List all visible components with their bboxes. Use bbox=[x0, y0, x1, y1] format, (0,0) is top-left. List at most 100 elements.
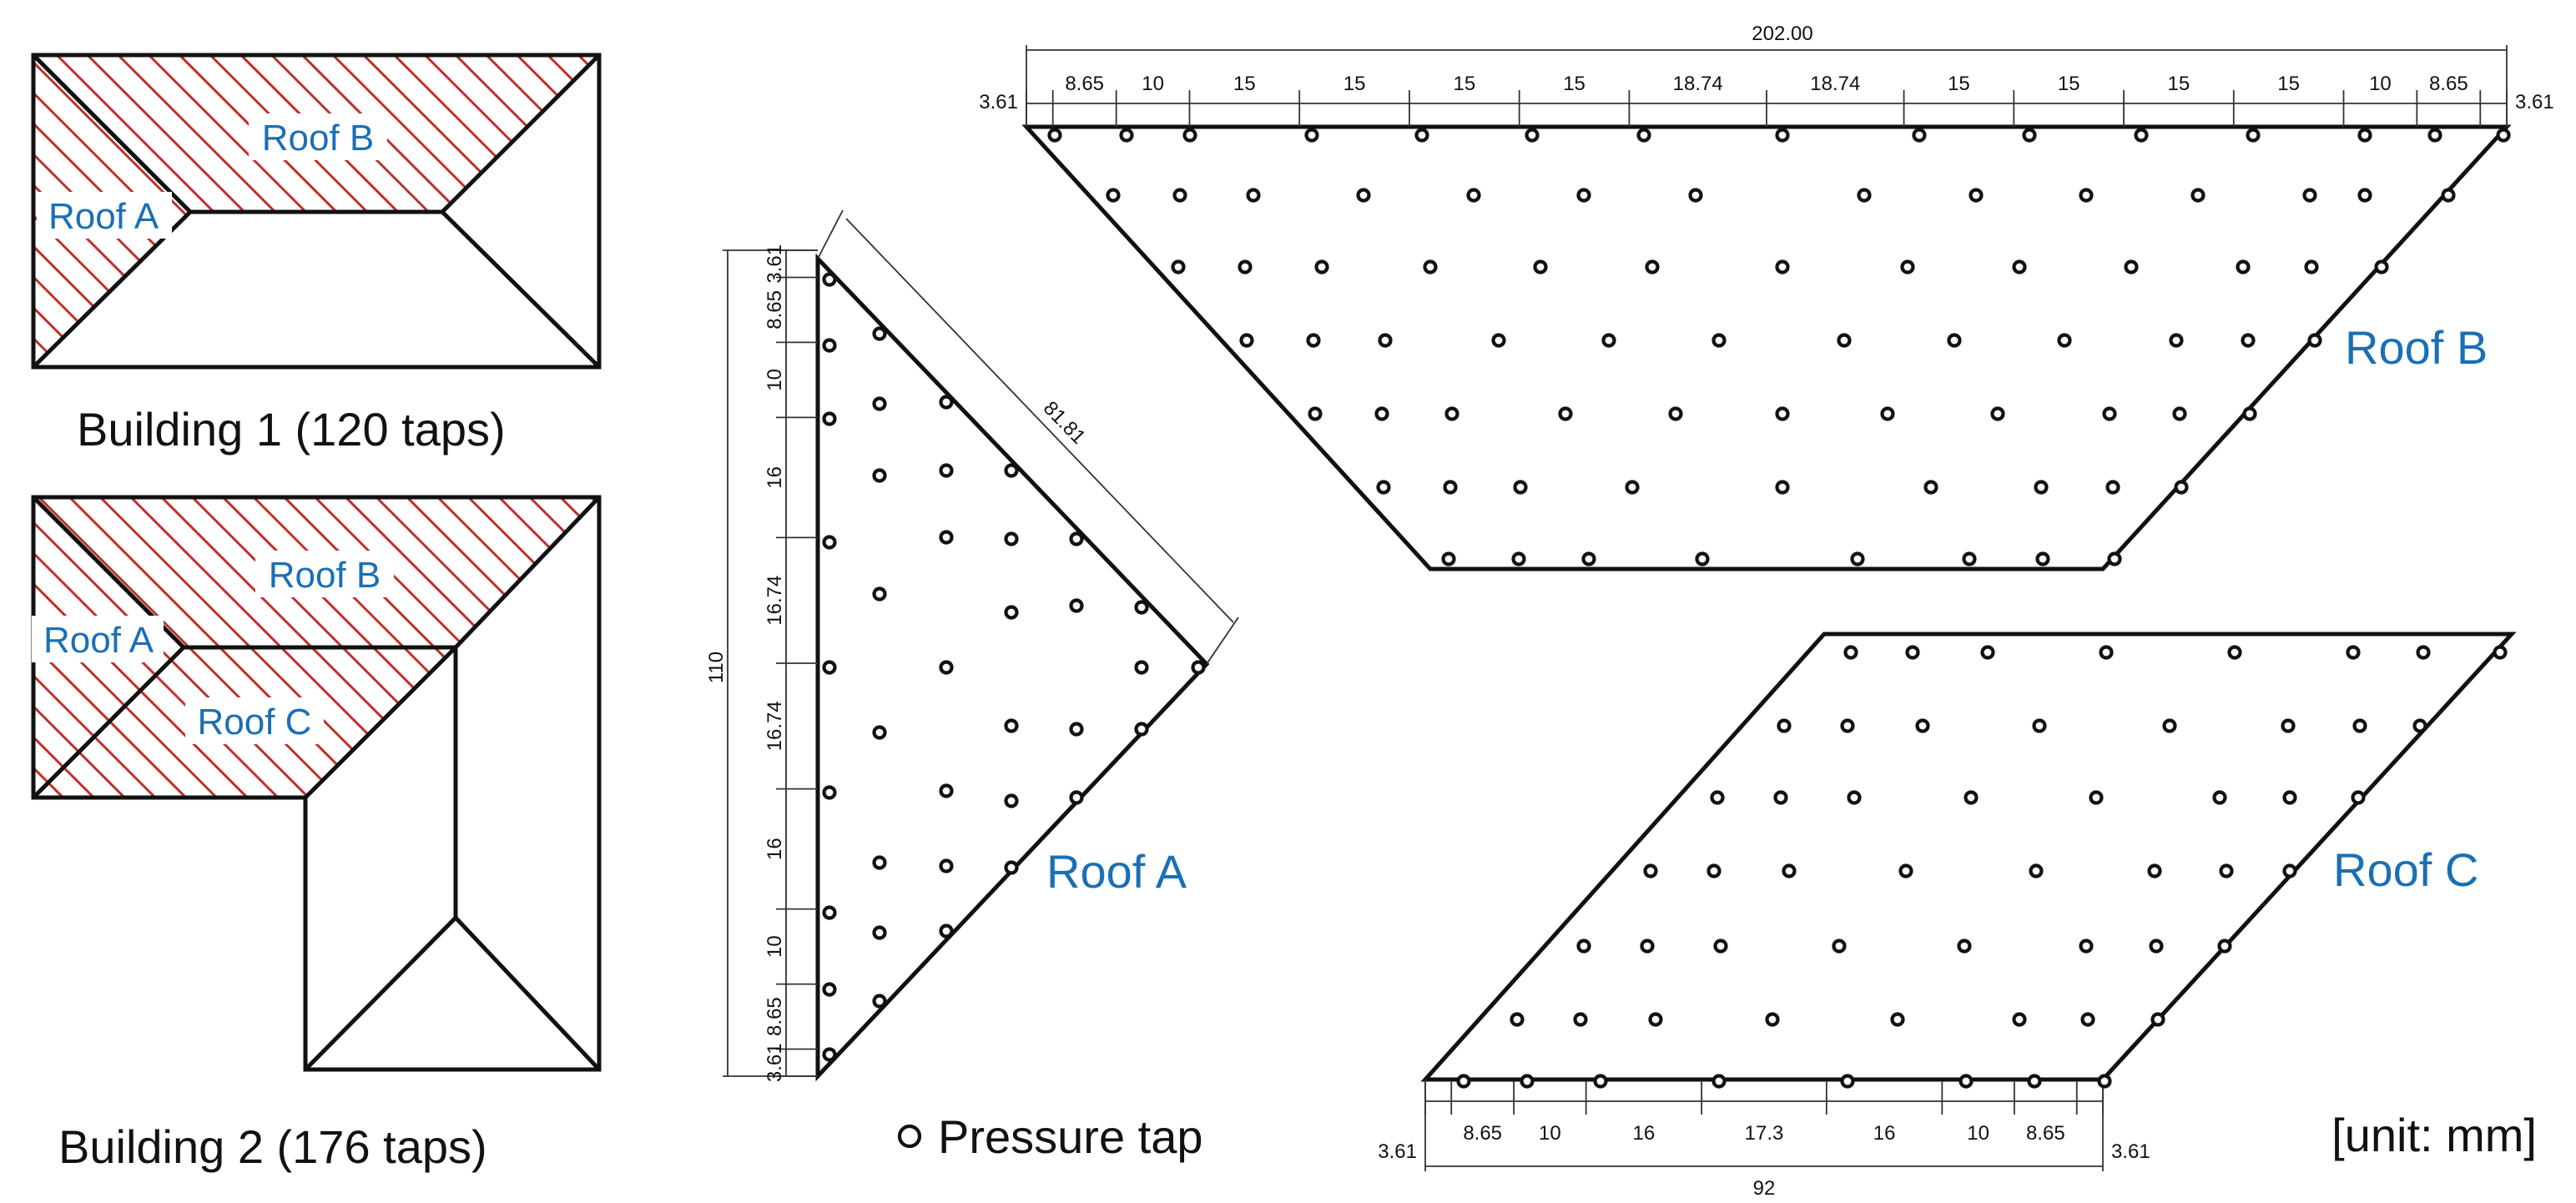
roof-b-label: Roof B bbox=[2345, 321, 2488, 374]
pressure-tap bbox=[1238, 259, 1253, 274]
dim-label: 18.74 bbox=[1673, 73, 1723, 95]
roof-a-slant-dim-line bbox=[845, 218, 1234, 623]
pressure-tap bbox=[2107, 551, 2122, 566]
pressure-tap bbox=[2032, 718, 2047, 733]
dim-label: 10 bbox=[764, 935, 786, 958]
pressure-tap bbox=[1832, 939, 1847, 954]
pressure-tap bbox=[1643, 863, 1658, 878]
pressure-tap bbox=[1004, 463, 1019, 478]
pressure-tap bbox=[1106, 188, 1121, 203]
dim-label: 10 bbox=[764, 369, 786, 391]
pressure-tap bbox=[1456, 1074, 1471, 1089]
pressure-tap bbox=[939, 924, 954, 939]
building-2-roof-a-label: Roof A bbox=[43, 620, 154, 661]
pressure-tap bbox=[822, 535, 837, 550]
roof-a-detail: 81.81 3.618.65101616.7416.7416108.653.61… bbox=[705, 209, 1239, 1082]
pressure-tap bbox=[2099, 645, 2114, 660]
pressure-tap bbox=[1636, 128, 1651, 143]
pressure-tap bbox=[822, 1047, 837, 1062]
pressure-tap bbox=[939, 530, 954, 545]
pressure-tap bbox=[2149, 939, 2164, 954]
building-2-diagram: Roof B Roof A Roof C Building 2 (176 tap… bbox=[31, 495, 602, 1173]
pressure-tap bbox=[872, 468, 887, 483]
roof-c-label: Roof C bbox=[2333, 843, 2478, 896]
pressure-tap bbox=[1775, 128, 1790, 143]
pressure-tap bbox=[1850, 551, 1865, 566]
pressure-tap bbox=[1688, 188, 1703, 203]
pressure-tap bbox=[1525, 128, 1540, 143]
building-2-roof-c-label-bg bbox=[185, 697, 324, 744]
building-1-roof-b-label: Roof B bbox=[262, 118, 375, 159]
pressure-tap bbox=[1441, 551, 1456, 566]
pressure-tap bbox=[1004, 793, 1019, 808]
pressure-tap bbox=[2493, 645, 2508, 660]
pressure-tap bbox=[1308, 406, 1323, 421]
pressure-tap bbox=[2150, 1012, 2165, 1027]
pressure-tap bbox=[822, 338, 837, 353]
dim-label: 16 bbox=[764, 838, 786, 860]
building-2-valley bbox=[304, 646, 457, 799]
pressure-tap bbox=[2374, 259, 2389, 274]
pressure-tap bbox=[1423, 259, 1438, 274]
roof-a-slant-dim: 81.81 bbox=[1039, 397, 1090, 449]
building-1-diagram: Roof B Roof A Building 1 (120 taps) bbox=[31, 53, 602, 456]
building-2-roof-a-label-bg bbox=[32, 616, 164, 662]
building-2-hip-a-bottom bbox=[32, 646, 185, 799]
roof-b-total-dim: 202.00 bbox=[1752, 23, 1812, 45]
pressure-tap bbox=[2022, 128, 2037, 143]
pressure-tap bbox=[1782, 863, 1797, 878]
dim-label: 3.61 bbox=[979, 91, 1018, 113]
pressure-tap bbox=[2217, 939, 2232, 954]
pressure-tap bbox=[1890, 1012, 1905, 1027]
pressure-tap bbox=[2357, 188, 2372, 203]
pressure-tap bbox=[1843, 645, 1858, 660]
roof-a-slant-ext-1 bbox=[817, 209, 844, 259]
pressure-tap bbox=[2236, 259, 2251, 274]
pressure-tap bbox=[2027, 1074, 2042, 1089]
pressure-tap bbox=[2282, 863, 2297, 878]
dim-label: 10 bbox=[2369, 73, 2392, 95]
pressure-tap bbox=[2097, 1074, 2112, 1089]
building-1-hip-right-bottom bbox=[441, 210, 601, 369]
pressure-tap bbox=[1648, 1012, 1663, 1027]
dim-label: 15 bbox=[1343, 73, 1366, 95]
dim-label: 17.3 bbox=[1745, 1122, 1784, 1145]
pressure-tap bbox=[1898, 863, 1913, 878]
pressure-tap bbox=[1306, 333, 1321, 348]
pressure-tap bbox=[1923, 480, 1938, 495]
building-2-roof-b-label-bg bbox=[255, 551, 394, 597]
pressure-tap bbox=[1773, 790, 1788, 805]
pressure-tap bbox=[822, 411, 837, 426]
pressure-tap bbox=[872, 396, 887, 411]
pressure-tap bbox=[1069, 722, 1084, 737]
pressure-tap bbox=[1957, 939, 1972, 954]
pressure-tap bbox=[2102, 406, 2117, 421]
pressure-tap bbox=[822, 785, 837, 800]
pressure-tap bbox=[1004, 860, 1019, 875]
pressure-tap bbox=[1047, 128, 1062, 143]
pressure-tap bbox=[2080, 1012, 2095, 1027]
pressure-tap bbox=[872, 994, 887, 1009]
pressure-tap bbox=[1004, 605, 1019, 620]
pressure-tap bbox=[1510, 1012, 1525, 1027]
pressure-tap bbox=[1640, 939, 1655, 954]
dim-label: 10 bbox=[1967, 1122, 1989, 1145]
pressure-tap bbox=[2124, 259, 2139, 274]
pressure-tap bbox=[1947, 333, 1962, 348]
pressure-tap bbox=[939, 395, 954, 410]
pressure-tap bbox=[1905, 645, 1920, 660]
pressure-tap bbox=[939, 463, 954, 478]
pressure-tap bbox=[2351, 790, 2366, 805]
roof-b-taps bbox=[1047, 128, 2511, 566]
dim-label: 15 bbox=[2277, 73, 2300, 95]
pressure-tap bbox=[1713, 939, 1728, 954]
pressure-tap bbox=[2416, 645, 2431, 660]
pressure-tap bbox=[2496, 128, 2511, 143]
pressure-tap bbox=[2172, 406, 2187, 421]
pressure-tap bbox=[1857, 188, 1872, 203]
dim-label: 18.74 bbox=[1810, 73, 1860, 95]
pressure-tap bbox=[1520, 1074, 1535, 1089]
building-1-roof-b-label-bg bbox=[249, 113, 387, 160]
dim-label: 16 bbox=[764, 466, 786, 489]
building-2-hip-wing-left bbox=[304, 916, 457, 1071]
